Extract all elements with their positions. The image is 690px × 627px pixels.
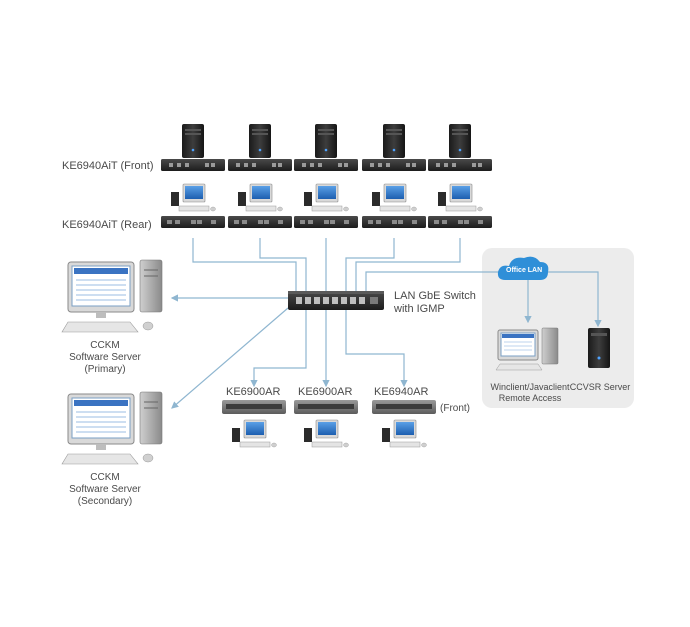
cckm-primary-line2: Software Server [69, 352, 141, 363]
receiver-1-label: KE6900AR [226, 386, 281, 398]
kvm-receiver-icon [372, 400, 436, 414]
cckm-primary-line3: (Primary) [84, 364, 126, 375]
receiver-2-label: KE6900AR [298, 386, 353, 398]
rear-row [161, 183, 492, 228]
kvm-extender-rear-icon [428, 216, 492, 228]
link-rx-3 [345, 310, 408, 388]
desktop-workstation-icon [232, 419, 277, 448]
cckm-secondary-line3: (Secondary) [77, 496, 133, 507]
kvm-extender-front-icon [228, 159, 292, 171]
tower-server-icon [182, 124, 204, 158]
ccvsr-label: CCVSR Server [569, 382, 631, 392]
desktop-workstation-icon [382, 419, 427, 448]
kvm-extender-rear-icon [294, 216, 358, 228]
receiver-3-label: KE6940AR [374, 386, 429, 398]
switch-label-line2: with IGMP [394, 303, 445, 315]
link-rear-1 [192, 238, 297, 292]
desktop-workstation-icon [304, 419, 349, 448]
remote-access-line1: Winclient/Javaclient [490, 382, 570, 392]
network-switch-icon [288, 291, 384, 310]
kvm-extender-front-icon [161, 159, 225, 171]
kvm-extender-front-icon [362, 159, 426, 171]
desktop-workstation-icon [438, 183, 483, 212]
cckm-secondary-workstation-icon [61, 391, 163, 465]
desktop-workstation-icon [238, 183, 283, 212]
kvm-receiver-icon [294, 400, 358, 414]
rear-row-label: KE6940AiT (Rear) [62, 219, 152, 231]
ccvsr-server-tower-icon [588, 328, 610, 368]
front-row [161, 124, 492, 171]
link-rx-1 [250, 310, 307, 388]
tower-server-icon [449, 124, 471, 158]
receiver-row [222, 400, 436, 448]
front-row-label: KE6940AiT (Front) [62, 160, 154, 172]
kvm-extender-front-icon [428, 159, 492, 171]
kvm-extender-rear-icon [228, 216, 292, 228]
link-lan-ccvsr [544, 271, 602, 328]
cloud-icon [497, 256, 549, 280]
desktop-workstation-icon [372, 183, 417, 212]
link-rear-4 [345, 238, 395, 292]
connection-lines [170, 238, 602, 409]
kvm-extender-rear-icon [362, 216, 426, 228]
cckm-primary-line1: CCKM [90, 340, 120, 351]
kvm-extender-rear-icon [161, 216, 225, 228]
remote-access-workstation-icon [495, 327, 559, 371]
desktop-workstation-icon [171, 183, 216, 212]
tower-server-icon [249, 124, 271, 158]
cckm-primary-workstation-icon [61, 259, 163, 333]
tower-server-icon [383, 124, 405, 158]
kvm-extender-front-icon [294, 159, 358, 171]
link-rear-5 [355, 238, 461, 292]
remote-access-line2: Remote Access [498, 393, 562, 403]
kvm-receiver-icon [222, 400, 286, 414]
cckm-secondary-line1: CCKM [90, 472, 120, 483]
cckm-secondary-line2: Software Server [69, 484, 141, 495]
receiver-front-suffix: (Front) [440, 403, 470, 414]
desktop-workstation-icon [304, 183, 349, 212]
office-lan-label: Office LAN [506, 267, 543, 274]
link-to-office-lan [365, 268, 517, 292]
switch-label-line1: LAN GbE Switch [394, 290, 476, 302]
tower-server-icon [315, 124, 337, 158]
link-to-secondary [171, 307, 289, 409]
link-rear-2 [259, 238, 307, 292]
